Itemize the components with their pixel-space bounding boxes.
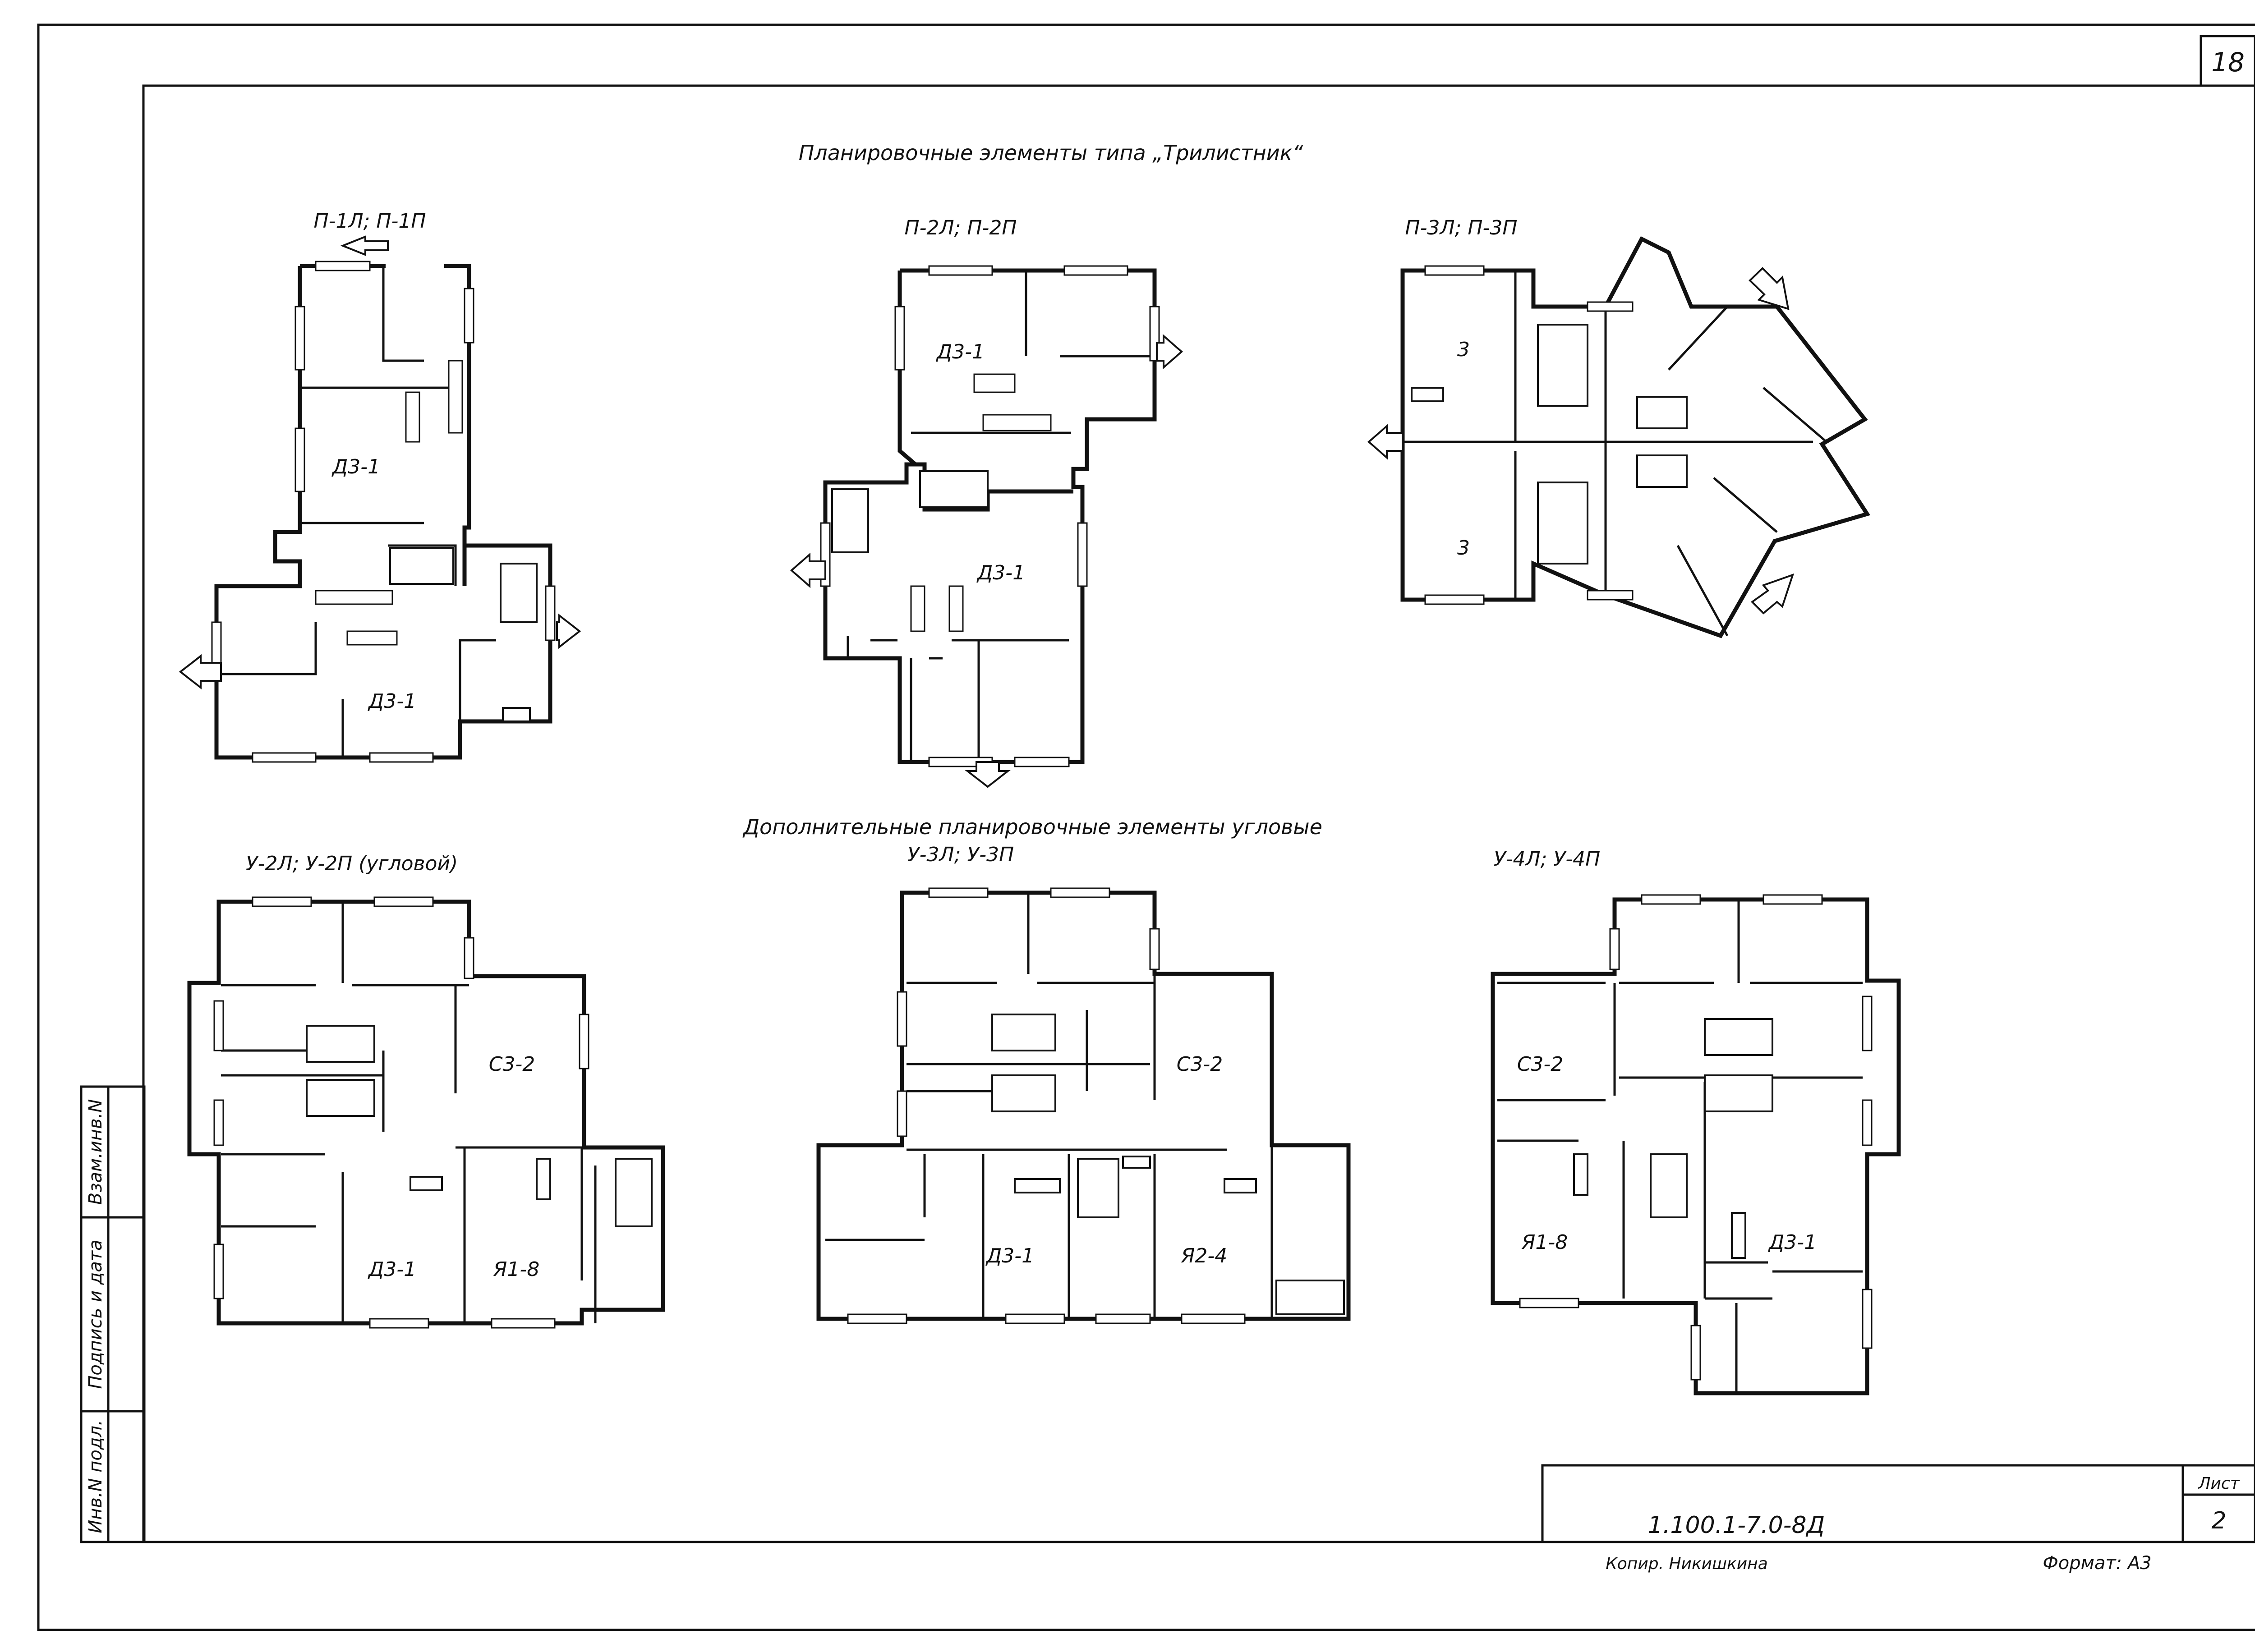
- plan-code-p1: П-1Л; П-1П: [314, 210, 426, 233]
- entrance-arrow-icon: [179, 654, 222, 690]
- room-label: Я1-8: [493, 1258, 539, 1281]
- room-label: Д3-1: [936, 340, 985, 363]
- entrance-arrow-icon: [790, 552, 826, 588]
- sheet-number-box: 18: [2200, 35, 2255, 87]
- room-label: Д3-1: [1768, 1231, 1817, 1254]
- stamp-signature-date: Подпись и дата: [85, 1239, 106, 1389]
- room-label: Д3-1: [368, 690, 416, 713]
- entrance-arrow-icon: [1156, 334, 1183, 370]
- entrance-arrow-icon: [340, 235, 389, 256]
- doc-code: 1.100.1-7.0-8Д: [1648, 1512, 1825, 1539]
- entrance-arrow-icon: [1750, 573, 1795, 615]
- room-label: Д3-1: [331, 455, 380, 478]
- plan-code-u2: У-2Л; У-2П (угловой): [246, 852, 458, 875]
- entrance-arrow-icon: [1367, 424, 1404, 460]
- copied-by: Копир. Никишкина: [1606, 1555, 1768, 1573]
- outer-border: [37, 23, 2255, 1631]
- room-label: С3-2: [1517, 1053, 1564, 1076]
- plan-code-p3: П-3Л; П-3П: [1405, 216, 1518, 239]
- room-label: Д3-1: [976, 561, 1025, 584]
- room-label: С3-2: [1177, 1053, 1223, 1076]
- entrance-arrow-icon: [1749, 267, 1790, 310]
- room-label: Я2-4: [1181, 1244, 1227, 1267]
- stamp-original-inv: Инв.N подл.: [85, 1420, 106, 1533]
- paper-format: Формат: А3: [2043, 1553, 2151, 1574]
- room-label: Д3-1: [985, 1244, 1034, 1267]
- room-label: С3-2: [489, 1053, 535, 1076]
- heading-additional: Дополнительные планировочные элементы уг…: [742, 815, 1322, 839]
- sheet-number: 18: [2211, 47, 2245, 78]
- side-stamp: Взам.инв.N Подпись и дата Инв.N подл.: [80, 1085, 146, 1543]
- plan-u3: С3-2 Д3-1 Я2-4: [816, 887, 1351, 1324]
- plan-p2: Д3-1 Д3-1: [790, 265, 1183, 788]
- title-block: 1.100.1-7.0-8Д Лист 2 Копир. Никишкина Ф…: [1541, 1464, 2255, 1574]
- plan-code-p2: П-2Л; П-2П: [905, 216, 1017, 239]
- room-label: 3: [1457, 537, 1470, 560]
- entrance-arrow-icon: [965, 761, 1011, 788]
- heading-trilistnik: Планировочные элементы типа „Трилистник“: [799, 141, 1303, 165]
- plan-u4: С3-2 Я1-8 Д3-1: [1491, 894, 1901, 1395]
- plan-u2: С3-2 Д3-1 Я1-8: [187, 896, 665, 1329]
- room-label: Д3-1: [368, 1258, 416, 1281]
- room-label: 3: [1457, 338, 1470, 361]
- sheet-value: 2: [2211, 1507, 2226, 1534]
- room-label: Я1-8: [1521, 1231, 1568, 1254]
- plan-code-u4: У-4Л; У-4П: [1494, 848, 1600, 871]
- stamp-replacement-inv: Взам.инв.N: [85, 1099, 106, 1205]
- plan-p1: Д3-1 Д3-1: [179, 235, 581, 763]
- sheet-label: Лист: [2197, 1474, 2240, 1493]
- plan-code-u3: У-3Л; У-3П: [907, 843, 1014, 866]
- inner-frame: [142, 84, 2255, 1543]
- entrance-arrow-icon: [556, 613, 581, 649]
- plan-p3: 3 3: [1367, 236, 1871, 638]
